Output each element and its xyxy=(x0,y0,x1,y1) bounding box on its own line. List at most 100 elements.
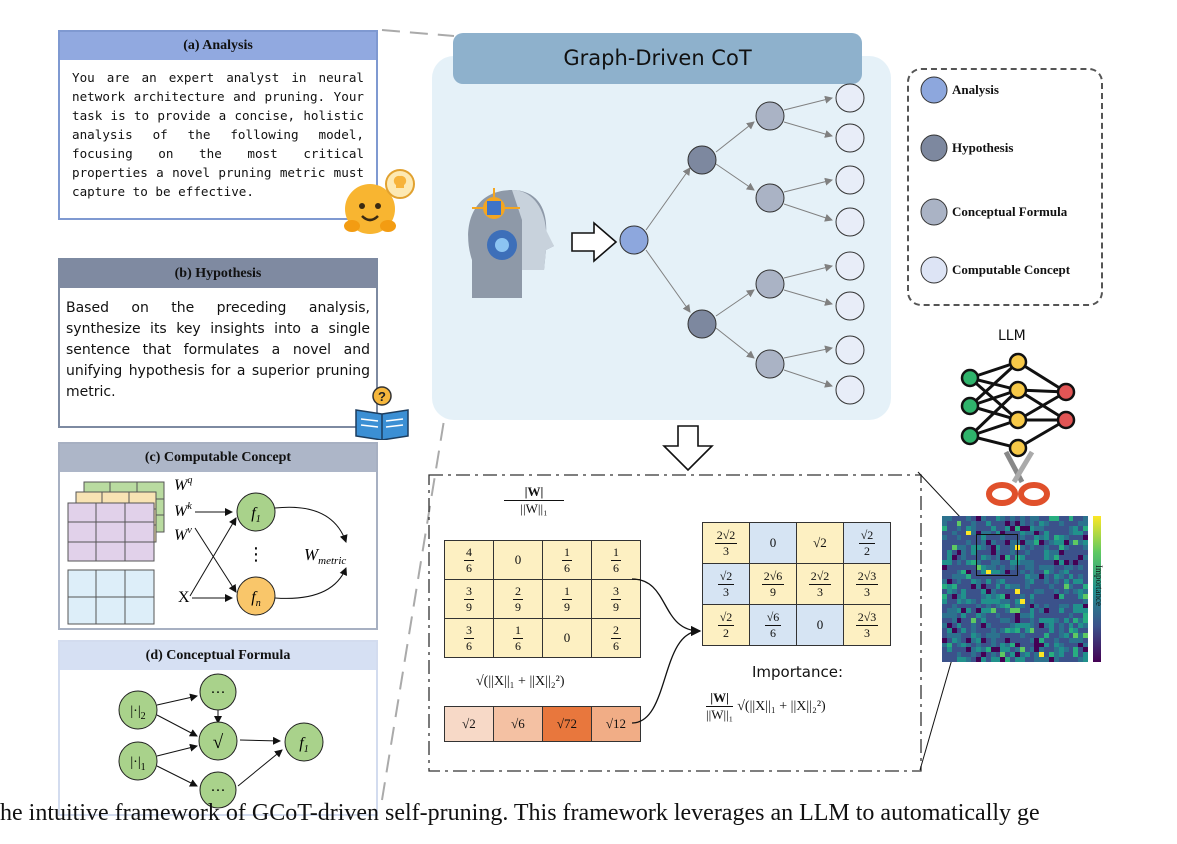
heatmap-cell xyxy=(1063,569,1070,575)
heatmap-cell xyxy=(1019,657,1026,662)
heatmap-cell xyxy=(1078,525,1084,532)
heatmap-cell xyxy=(985,593,992,600)
heatmap-cell xyxy=(1015,647,1021,653)
wmetric-label: Wmetric xyxy=(304,545,346,567)
heatmap-cell xyxy=(1058,579,1065,585)
heatmap-cell xyxy=(1015,613,1021,619)
heatmap-cell xyxy=(1019,603,1026,609)
heatmap-cell xyxy=(1029,535,1035,541)
heatmap-cell xyxy=(1019,652,1026,658)
heatmap-cell xyxy=(966,545,972,551)
heatmap-cell xyxy=(1010,569,1016,575)
computable-concept-panel: (c) Computable Concept xyxy=(58,442,378,630)
heatmap-cell xyxy=(1010,589,1016,595)
heatmap-cell xyxy=(946,603,953,609)
heatmap-cell xyxy=(1068,550,1074,556)
heatmap-cell xyxy=(990,540,997,546)
heatmap-cell xyxy=(946,550,953,556)
heatmap-cell xyxy=(1063,550,1070,556)
heatmap-cell xyxy=(1073,516,1079,522)
heatmap-cell xyxy=(1083,525,1088,532)
heatmap-cell xyxy=(956,520,962,527)
scissors-icon xyxy=(986,450,1050,506)
cot-title: Graph-Driven CoT xyxy=(453,33,862,84)
heatmap-cell xyxy=(990,579,997,585)
f1-result-label: f1 xyxy=(299,735,308,755)
heatmap-cell xyxy=(1058,623,1065,629)
heatmap-cell xyxy=(1024,618,1031,624)
heatmap-cell xyxy=(956,540,962,546)
heatmap-cell xyxy=(1058,637,1065,644)
heatmap-cell xyxy=(990,657,997,662)
heatmap-cell xyxy=(1005,535,1011,541)
heatmap-cell xyxy=(1063,632,1070,639)
heatmap-cell xyxy=(976,579,982,585)
heatmap-cell xyxy=(1063,540,1070,546)
heatmap-cell xyxy=(1063,554,1070,561)
heatmap-cell xyxy=(1044,637,1050,644)
heatmap-cell xyxy=(1053,589,1060,595)
heatmap-cell xyxy=(1024,530,1031,536)
heatmap-cell xyxy=(990,652,997,658)
heatmap-cell xyxy=(1063,520,1070,527)
heatmap-cell xyxy=(951,516,958,522)
legend-box xyxy=(907,68,1103,306)
heatmap-cell xyxy=(976,623,982,629)
dots-bottom-node xyxy=(199,771,237,809)
heatmap-cell xyxy=(1005,608,1011,614)
heatmap-cell xyxy=(956,642,962,648)
heatmap-cell xyxy=(1044,657,1050,662)
heatmap-cell xyxy=(995,627,1001,634)
heatmap-cell xyxy=(1083,652,1088,658)
heatmap-cell xyxy=(1019,589,1026,595)
heatmap-cell xyxy=(1063,627,1070,634)
heatmap-cell xyxy=(946,559,953,566)
heatmap-cell xyxy=(1049,559,1055,566)
heatmap-cell xyxy=(995,642,1001,648)
heatmap-cell xyxy=(985,564,992,571)
heatmap-cell xyxy=(1000,593,1006,600)
heatmap-cell xyxy=(1029,618,1035,624)
heatmap-cell xyxy=(1039,540,1045,546)
heatmap-cell xyxy=(961,632,967,639)
heatmap-cell xyxy=(1029,642,1035,648)
heatmap-cell xyxy=(966,613,972,619)
heatmap-cell xyxy=(946,589,953,595)
heatmap-cell xyxy=(1019,559,1026,566)
heatmap-cell xyxy=(1044,569,1050,575)
heatmap-cell xyxy=(995,564,1001,571)
heatmap-cell xyxy=(961,608,967,614)
heatmap-cell xyxy=(1029,545,1035,551)
heatmap-cell xyxy=(956,598,962,605)
heatmap-cell xyxy=(971,657,977,662)
heatmap-cell xyxy=(1010,608,1016,614)
heatmap-cell xyxy=(985,554,992,561)
wk-label: Wk xyxy=(174,501,192,520)
heatmap-cell xyxy=(1063,545,1070,551)
heatmap-cell xyxy=(1034,525,1040,532)
heatmap-cell xyxy=(942,550,948,556)
heatmap-cell xyxy=(976,516,982,522)
heatmap-cell xyxy=(951,647,958,653)
heatmap-cell xyxy=(1010,657,1016,662)
legend-conceptual-label: Conceptual Formula xyxy=(952,204,1068,219)
heatmap-cell xyxy=(1000,564,1006,571)
heatmap-cell xyxy=(976,652,982,658)
heatmap-cell xyxy=(1005,545,1011,551)
heatmap-cell xyxy=(1000,657,1006,662)
heatmap-cell xyxy=(980,525,987,532)
heatmap-cell xyxy=(995,520,1001,527)
heatmap-cell xyxy=(971,545,977,551)
heatmap-cell xyxy=(956,652,962,658)
heatmap-cell xyxy=(1039,574,1045,580)
heatmap-cell xyxy=(951,584,958,590)
heatmap-cell xyxy=(1058,632,1065,639)
heatmap-cell xyxy=(942,627,948,634)
heatmap-cell xyxy=(1053,574,1060,580)
heatmap-cell xyxy=(1039,598,1045,605)
heatmap-cell xyxy=(1044,623,1050,629)
heatmap-cell xyxy=(971,574,977,580)
computable-concept-node xyxy=(835,207,865,237)
heatmap-cell xyxy=(1010,574,1016,580)
